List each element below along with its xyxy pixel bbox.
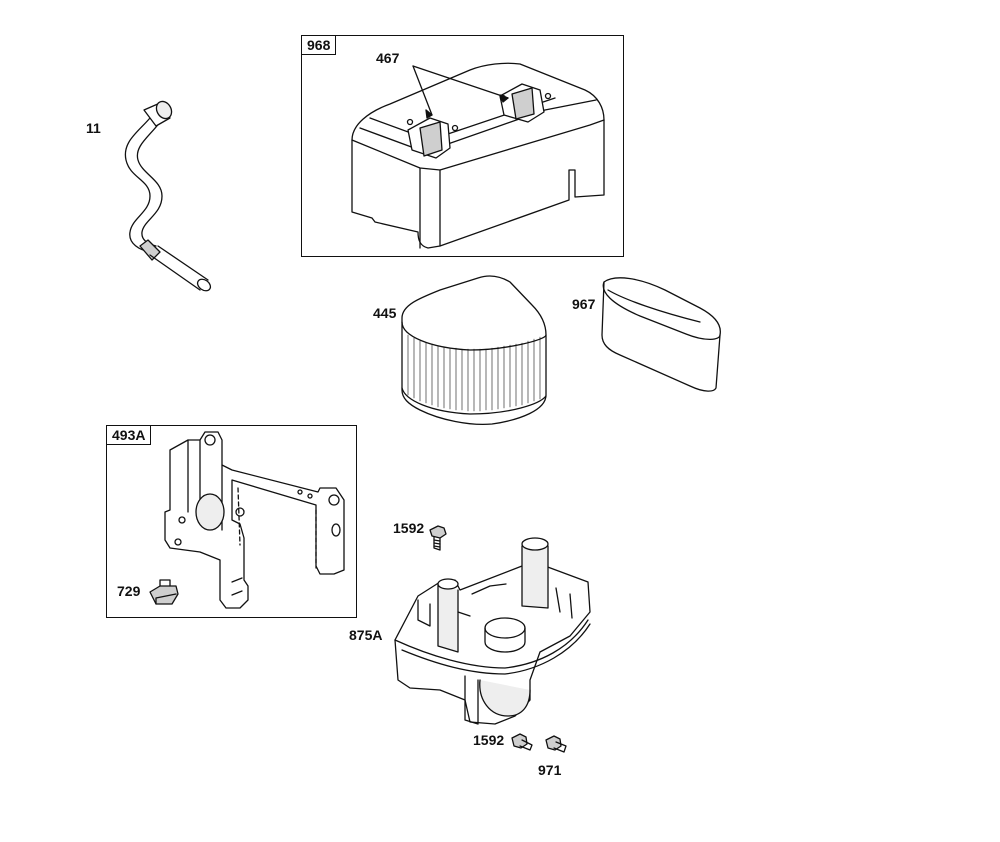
group-frame-968 [301, 35, 624, 257]
air-filter-part [401, 275, 547, 426]
part-label-1592-upper[interactable]: 1592 [393, 520, 425, 536]
group-frame-493a [106, 425, 357, 618]
air-cleaner-base-part [394, 537, 591, 725]
part-label-967[interactable]: 967 [572, 296, 596, 312]
part-label-729[interactable]: 729 [117, 583, 141, 599]
bracket-part [164, 431, 345, 609]
part-label-467[interactable]: 467 [376, 50, 400, 66]
leader-arrowheads [425, 94, 509, 119]
breather-tube-part [124, 100, 212, 292]
bolt-1592-lower-part [511, 733, 533, 751]
clip-part [149, 579, 179, 605]
part-label-445[interactable]: 445 [373, 305, 397, 321]
part-label-875a[interactable]: 875A [349, 627, 383, 643]
part-label-493a[interactable]: 493A [106, 425, 152, 445]
air-cleaner-cover-part [351, 62, 605, 249]
pre-cleaner-part [601, 277, 721, 392]
bolt-971-part [545, 735, 567, 753]
part-label-971[interactable]: 971 [538, 762, 562, 778]
part-label-11[interactable]: 11 [86, 120, 101, 136]
part-label-968[interactable]: 968 [301, 35, 337, 55]
bolt-1592-upper-part [429, 525, 447, 551]
part-label-1592-lower[interactable]: 1592 [473, 732, 505, 748]
